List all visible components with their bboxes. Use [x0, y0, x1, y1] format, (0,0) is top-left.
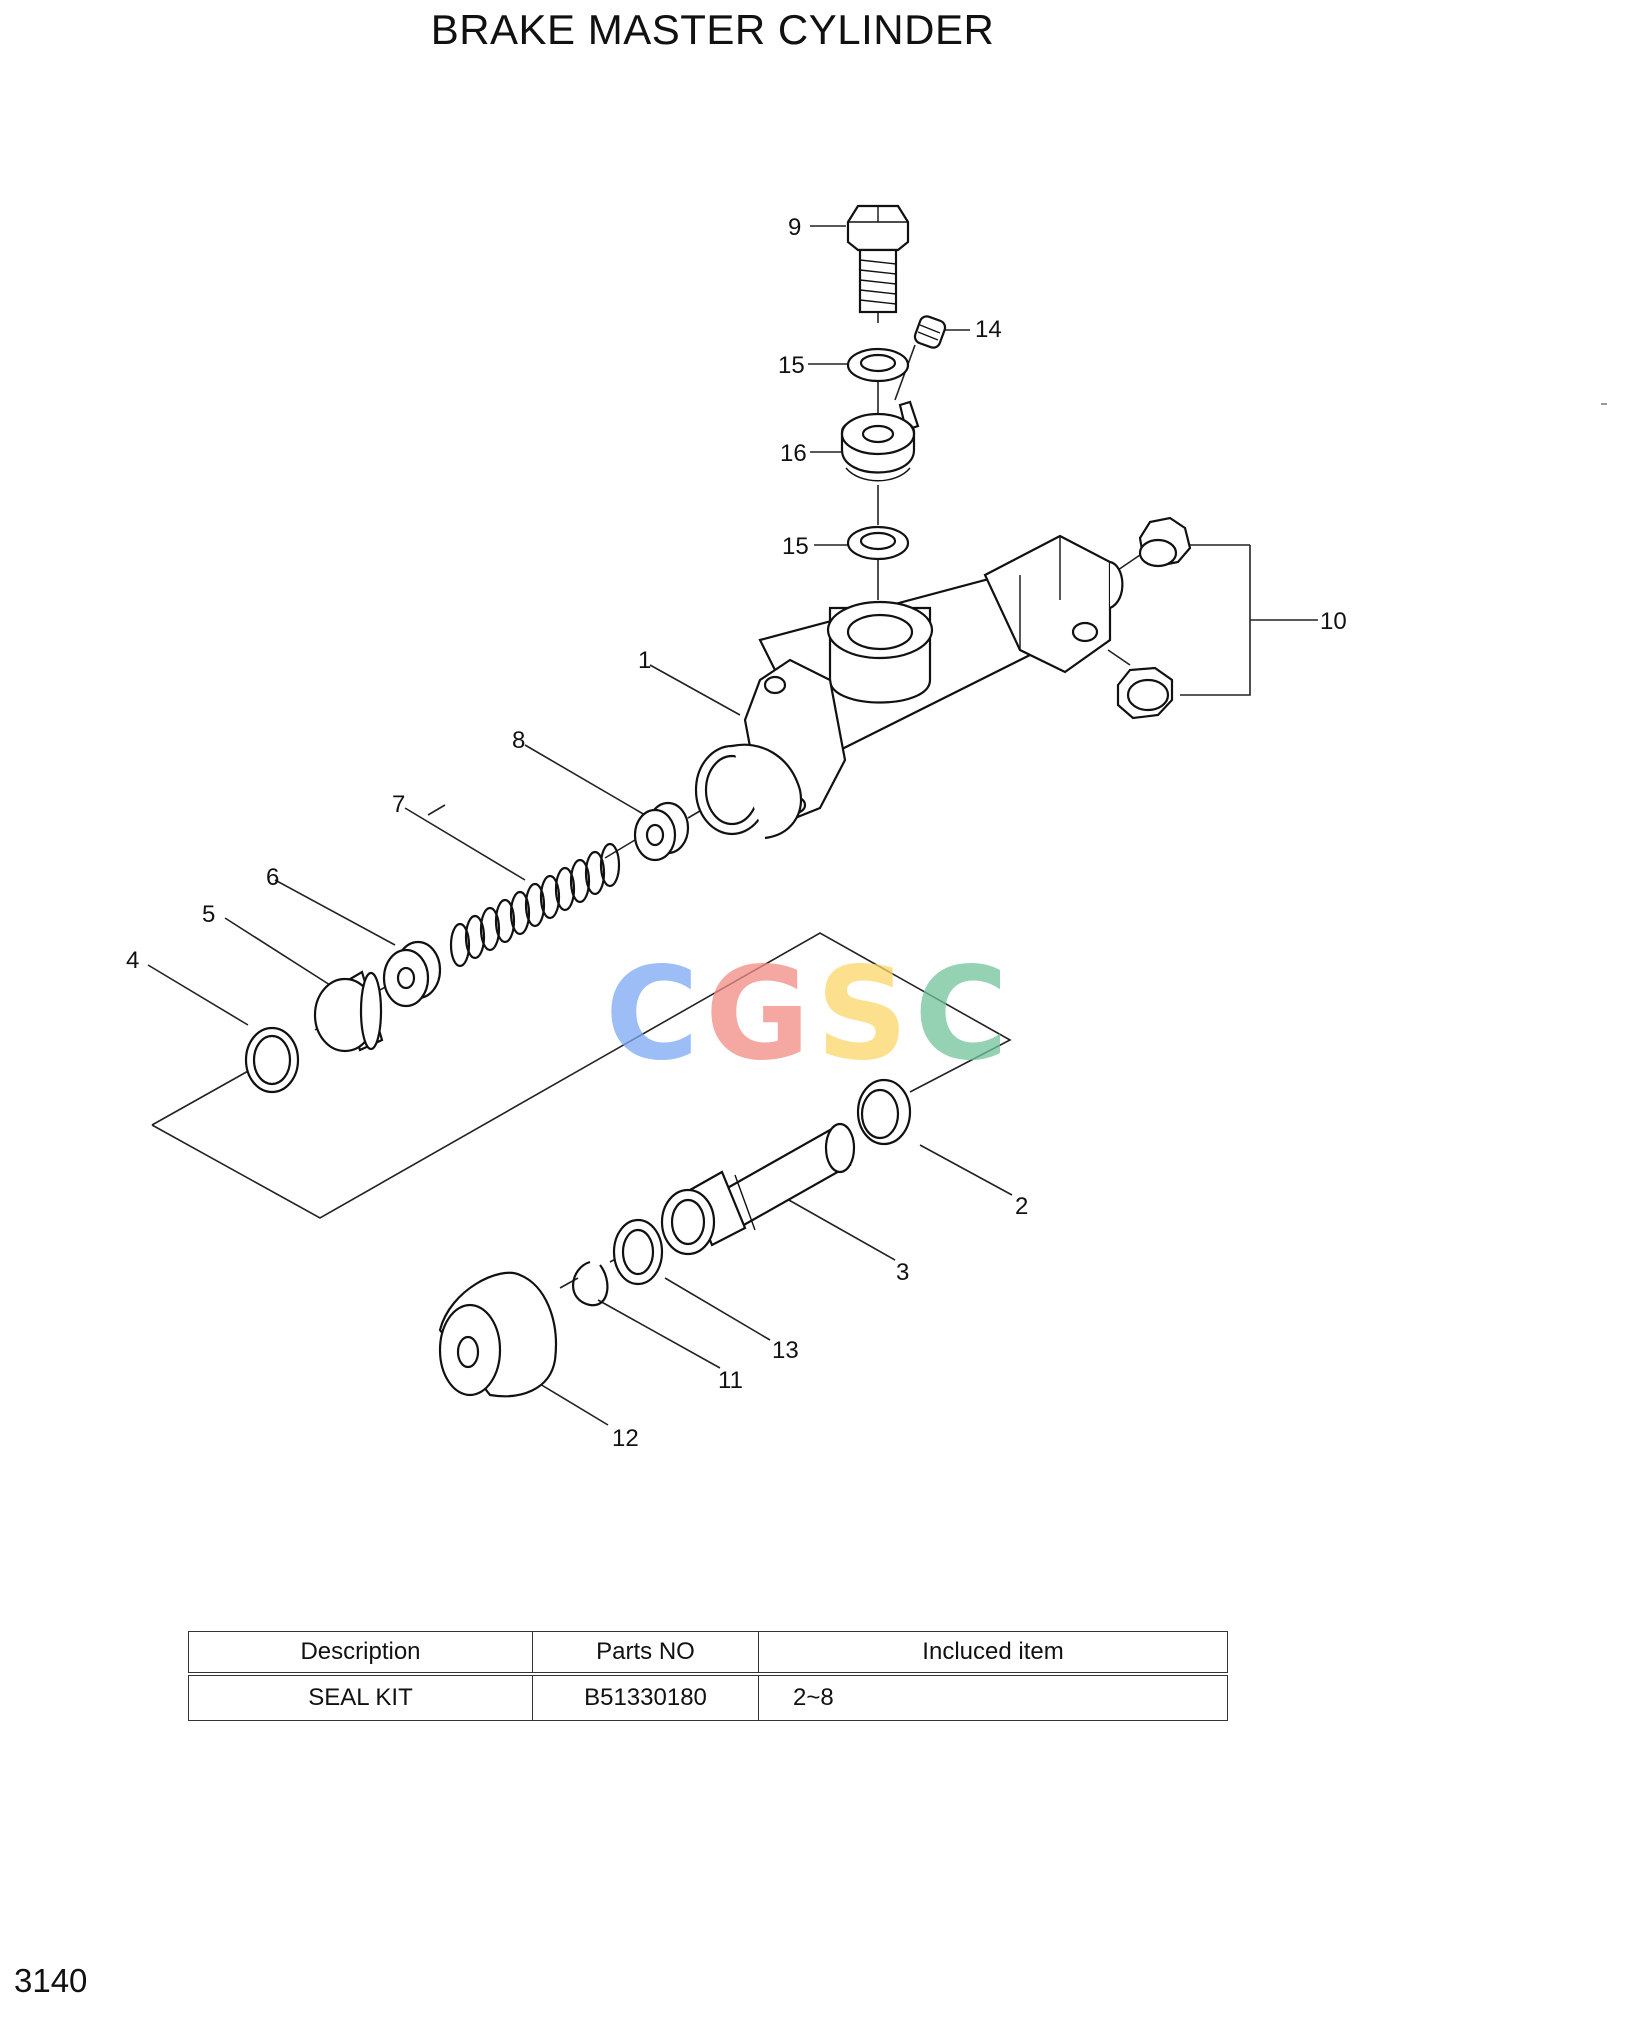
seal-kit-table: Description Parts NO Incluced item SEAL …: [188, 1631, 1228, 1721]
page-number: 3140: [14, 1962, 88, 1999]
watermark-letter-s: S: [816, 940, 915, 1089]
part-2-seal-ring: [856, 1078, 912, 1146]
callout-labels: 9 14 15 16 15 10 1 8 7 6 5 4 2 3 13 11 1…: [126, 214, 1347, 1452]
callout-6: 6: [266, 864, 279, 891]
part-15-washer-upper: [846, 347, 910, 383]
table-header-row: Description Parts NO Incluced item: [188, 1631, 1228, 1676]
part-10-fitting-lower: [1116, 666, 1174, 720]
part-16-banjo-fitting: [840, 400, 920, 482]
callout-13: 13: [772, 1337, 799, 1364]
callout-10: 10: [1320, 608, 1347, 635]
part-5-piston: [313, 970, 384, 1053]
page-title: BRAKE MASTER CYLINDER: [430, 6, 995, 53]
part-8-check-valve: [633, 801, 690, 862]
watermark-logo: CGSC: [605, 940, 1014, 1089]
part-12-dust-boot: [438, 1271, 557, 1398]
cell-included-item: 2~8: [758, 1673, 1228, 1721]
part-13-washer: [612, 1218, 664, 1286]
callout-4: 4: [126, 947, 139, 974]
part-4-seal-ring: [244, 1026, 300, 1094]
part-9-bolt: [846, 204, 910, 314]
callout-8: 8: [512, 727, 525, 754]
watermark-letter-c1: C: [605, 940, 705, 1089]
part-1-cylinder-body: [694, 534, 1124, 840]
part-10-fitting-upper: [1138, 516, 1192, 568]
callout-9: 9: [788, 214, 801, 241]
callout-15-lower: 15: [782, 533, 809, 560]
callout-11: 11: [718, 1367, 743, 1394]
part-15-washer-lower: [846, 525, 910, 561]
callout-5: 5: [202, 901, 215, 928]
callout-2: 2: [1015, 1193, 1028, 1220]
callout-15-upper: 15: [778, 352, 805, 379]
callout-16: 16: [780, 440, 807, 467]
part-3-push-rod: [660, 1122, 856, 1256]
callout-12: 12: [612, 1425, 639, 1452]
part-11-snap-ring: [572, 1260, 609, 1307]
callout-7: 7: [392, 791, 405, 818]
part-14-bleeder-cap: [913, 315, 947, 349]
cell-description: SEAL KIT: [188, 1673, 533, 1721]
table-row: SEAL KIT B51330180 2~8: [188, 1673, 1228, 1721]
part-7-spring: [449, 842, 621, 968]
callout-3: 3: [896, 1259, 909, 1286]
header-description: Description: [188, 1631, 533, 1676]
callout-14: 14: [975, 316, 1002, 343]
header-included-item: Incluced item: [758, 1631, 1228, 1676]
header-parts-no: Parts NO: [532, 1631, 759, 1676]
part-6-washer: [382, 940, 442, 1008]
watermark-letter-g: G: [704, 940, 816, 1089]
callout-1: 1: [638, 647, 651, 674]
cell-parts-no: B51330180: [532, 1673, 759, 1721]
watermark-letter-c2: C: [914, 940, 1015, 1089]
